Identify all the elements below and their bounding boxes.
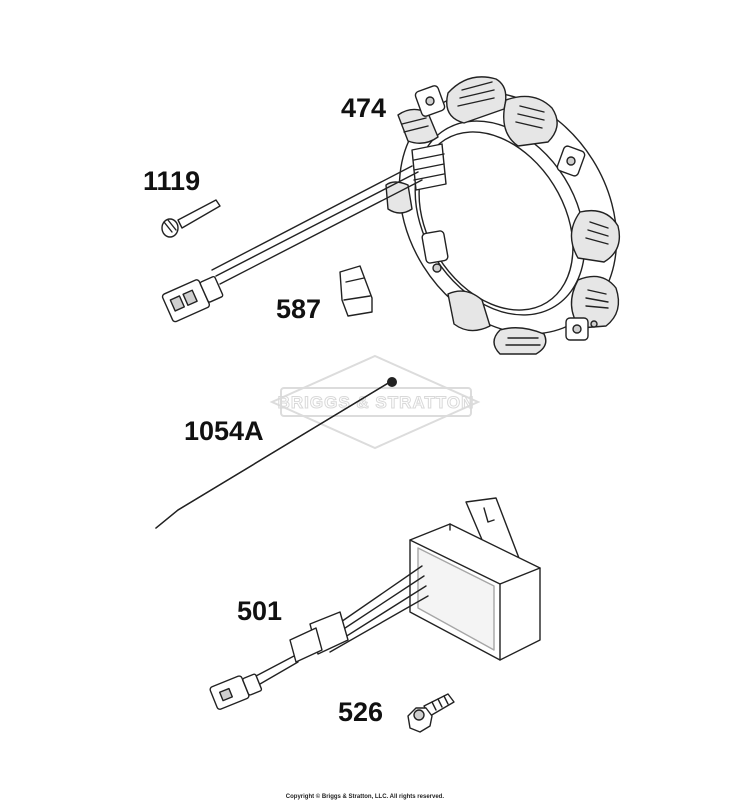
- regulator-501: [209, 497, 541, 710]
- part-label-1054A: 1054A: [184, 416, 264, 446]
- screw-526: [407, 693, 455, 733]
- stator-474: [385, 76, 621, 355]
- clip-587: [339, 265, 373, 317]
- copyright-notice: Copyright © Briggs & Stratton, LLC. All …: [286, 793, 445, 800]
- part-label-526: 526: [338, 697, 383, 727]
- watermark-text: BRIGGS & STRATTON: [278, 393, 475, 412]
- watermark-logo: BRIGGS & STRATTON: [269, 354, 481, 450]
- part-label-587: 587: [276, 294, 321, 324]
- cable-tie-1054A: [155, 377, 397, 529]
- part-label-501: 501: [237, 596, 282, 626]
- part-label-1119: 1119: [143, 166, 200, 196]
- stator-harness: [161, 165, 423, 323]
- part-label-474: 474: [341, 93, 386, 123]
- bolt-1119: [161, 199, 221, 238]
